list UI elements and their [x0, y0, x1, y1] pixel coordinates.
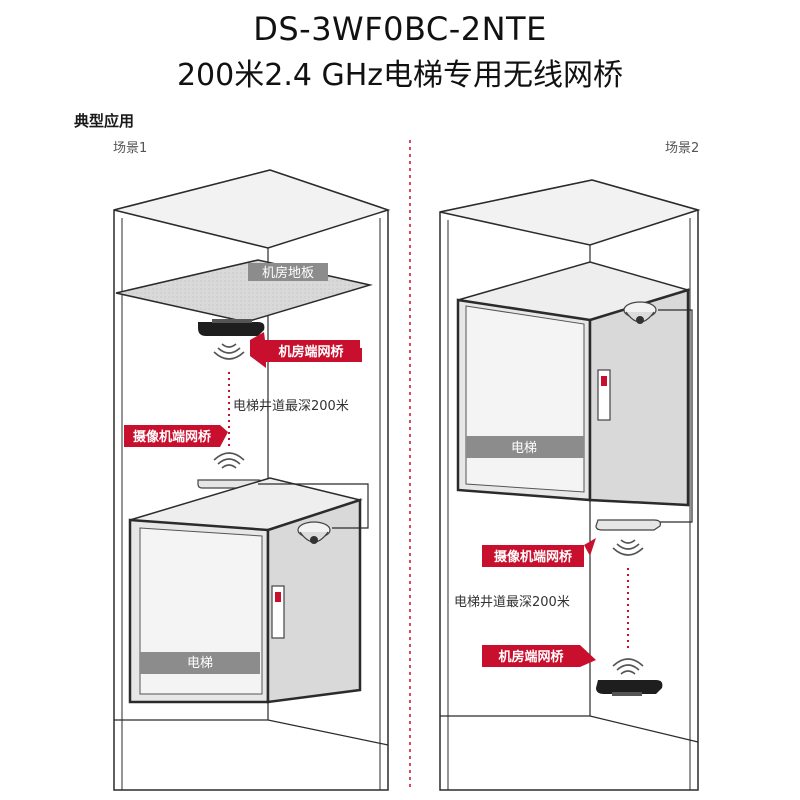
scene1-machine-room-floor: 机房地板	[115, 259, 373, 323]
scene2-room-bridge-device	[596, 680, 663, 696]
scene1-room-bridge-device	[198, 319, 265, 336]
elevator-label: 电梯	[511, 441, 537, 456]
scene2-room-bridge-label: 机房端网桥	[482, 645, 596, 667]
wifi-signal-icon	[213, 452, 245, 469]
svg-text:摄像机端网桥: 摄像机端网桥	[133, 429, 212, 445]
scene2-elevator-car: 电梯	[456, 261, 691, 507]
dome-camera-icon	[297, 521, 331, 544]
scene2-camera-bridge-device	[595, 519, 661, 531]
product-subtitle: 200米2.4 GHz电梯专用无线网桥	[176, 58, 624, 93]
scene2-camera-bridge-label: 摄像机端网桥	[482, 538, 596, 567]
floor-label: 机房地板	[262, 265, 314, 281]
scene1-elevator-car: 电梯	[128, 477, 363, 704]
dome-camera-icon	[623, 301, 657, 324]
svg-text:摄像机端网桥: 摄像机端网桥	[494, 549, 573, 565]
scene1-label: 场景1	[113, 141, 148, 156]
bridge-camera-cable	[258, 483, 369, 529]
product-model-title: DS-3WF0BC-2NTE	[253, 10, 547, 48]
elevator-label: 电梯	[187, 656, 213, 671]
wifi-signal-icon	[612, 658, 644, 675]
shaft-depth-label: 电梯井道最深200米	[454, 595, 570, 610]
shaft-depth-label: 电梯井道最深200米	[233, 399, 349, 414]
door-panel-icon	[275, 592, 281, 602]
scene1-camera-bridge-label: 摄像机端网桥	[124, 425, 228, 447]
section-heading: 典型应用	[74, 112, 135, 130]
scene2-label: 场景2	[665, 141, 700, 156]
svg-text:机房端网桥: 机房端网桥	[498, 649, 564, 665]
door-panel-icon	[601, 376, 607, 386]
scene1-room-bridge-label: 机房端网桥	[250, 332, 362, 368]
wifi-signal-icon	[612, 539, 644, 556]
bridge-camera-cable	[658, 309, 693, 523]
svg-text:机房端网桥: 机房端网桥	[278, 344, 344, 360]
wifi-signal-icon	[213, 343, 245, 360]
